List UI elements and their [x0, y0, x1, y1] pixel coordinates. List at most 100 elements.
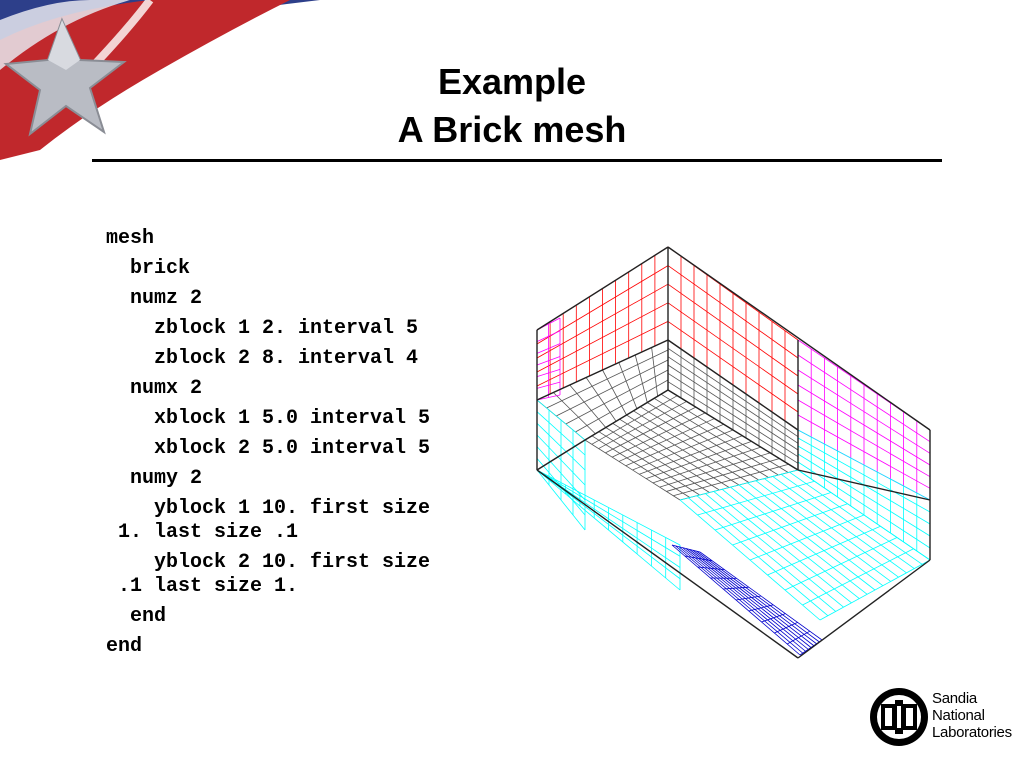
title-divider [92, 159, 942, 162]
mesh-grid-line [536, 283, 669, 359]
mesh-grid-line [652, 446, 761, 484]
mesh-grid-line [784, 537, 898, 591]
mesh-grid-line [697, 566, 725, 570]
mesh-grid-line [684, 555, 713, 562]
mesh-grid-line [797, 429, 931, 501]
mesh-grid-line [667, 321, 799, 413]
mesh-grid-line [585, 377, 617, 422]
mesh-grid-line [774, 622, 798, 634]
mesh-grid-line [536, 434, 586, 486]
mesh-grid-line [723, 586, 749, 590]
mesh-grid-line [618, 362, 638, 409]
mesh-edge-line [667, 339, 799, 431]
title-line-1: Example [437, 61, 587, 102]
code-line: brick [106, 257, 191, 280]
mesh-input-code: mesh brick numz 2 zblock 1 2. interval 5… [106, 227, 430, 659]
sandia-logo-icon [870, 688, 928, 746]
mesh-grid-line [536, 423, 586, 471]
mesh-grid-line [536, 343, 561, 354]
code-line: yblock 2 10. first size [106, 551, 431, 574]
mesh-grid-line [556, 359, 669, 417]
mesh-grid-line [536, 469, 681, 591]
mesh-edge-line [536, 469, 799, 659]
mesh-grid-line [735, 595, 762, 601]
code-line: zblock 1 2. interval 5 [106, 317, 419, 340]
mesh-grid-line [761, 613, 786, 623]
mesh-grid-line [536, 330, 561, 343]
mesh-grid-line [797, 453, 931, 537]
code-line: .1 last size 1. [106, 575, 299, 598]
mesh-grid-line [611, 412, 706, 458]
mesh-edge-line [667, 246, 931, 431]
mesh-grid-line [632, 429, 734, 471]
mesh-edge-line [536, 246, 669, 331]
mesh-grid-line [546, 349, 669, 409]
mesh-grid-line [667, 364, 799, 451]
brick-mesh-figure [536, 246, 931, 659]
mesh-grid-line [797, 414, 931, 489]
mesh-grid-line [797, 354, 931, 443]
code-line: 1. last size .1 [106, 521, 299, 544]
mesh-grid-line [787, 630, 810, 645]
mesh-grid-line [575, 379, 669, 433]
code-line: end [106, 605, 167, 628]
mesh-grid-line [732, 503, 848, 546]
code-line: zblock 2 8. interval 4 [106, 347, 419, 370]
mesh-grid-line [536, 394, 561, 401]
mesh-grid-line [536, 356, 561, 366]
star-banner-logo [0, 0, 320, 160]
mesh-grid-line [645, 441, 752, 479]
logo-line-3: Laboratories [932, 724, 1012, 741]
mesh-grid-line [659, 452, 771, 488]
code-line: xblock 2 5.0 interval 5 [106, 437, 431, 460]
mesh-grid-line [802, 548, 914, 606]
mesh-grid-line [667, 302, 799, 395]
mesh-edge-line [536, 439, 586, 471]
mesh-grid-line [671, 544, 701, 553]
mesh-grid-line [536, 381, 561, 389]
mesh-grid-line [667, 348, 799, 437]
mesh-edge-line [536, 339, 669, 401]
mesh-grid-line [667, 283, 799, 377]
sandia-logo-text: Sandia National Laboratories [932, 690, 1012, 741]
mesh-grid-line [536, 411, 586, 456]
mesh-grid-line [819, 559, 931, 621]
title-line-2: A Brick mesh [397, 109, 627, 150]
code-line: numz 2 [106, 287, 203, 310]
mesh-grid-line [767, 525, 881, 576]
mesh-grid-lines [536, 246, 931, 656]
mesh-grid-line [749, 514, 865, 561]
logo-line-1: Sandia [932, 690, 977, 707]
code-line: numx 2 [106, 377, 203, 400]
mesh-edge-line [797, 469, 931, 501]
mesh-grid-line [536, 469, 681, 546]
mesh-grid-line [797, 369, 931, 454]
mesh-grid-line [553, 392, 596, 435]
mesh-grid-line [679, 469, 799, 501]
mesh-grid-line [602, 369, 627, 416]
mesh-grid-line [797, 461, 931, 549]
mesh-grid-line [651, 347, 659, 397]
mesh-grid-line [714, 492, 832, 531]
code-line: yblock 1 10. first size [106, 497, 431, 520]
mesh-grid-line [667, 381, 799, 464]
mesh-block-edges [536, 246, 931, 659]
mesh-grid-line [618, 418, 715, 462]
mesh-grid-line [625, 423, 724, 467]
mesh-grid-line [634, 354, 648, 403]
mesh-grid-line [536, 265, 669, 345]
mesh-grid-line [667, 372, 799, 458]
mesh-edge-line [667, 389, 799, 471]
mesh-grid-line [797, 384, 931, 466]
code-line: numy 2 [106, 467, 203, 490]
mesh-grid-line [536, 399, 586, 441]
mesh-edge-line [584, 389, 669, 441]
mesh-grid-line [667, 356, 799, 444]
mesh-grid-line [605, 406, 697, 454]
mesh-grid-line [569, 384, 607, 428]
code-line: end [106, 635, 143, 658]
mesh-grid-line [536, 321, 669, 387]
mesh-grid-line [673, 463, 789, 497]
mesh-grid-line [536, 469, 681, 580]
code-line: xblock 1 5.0 interval 5 [106, 407, 431, 430]
